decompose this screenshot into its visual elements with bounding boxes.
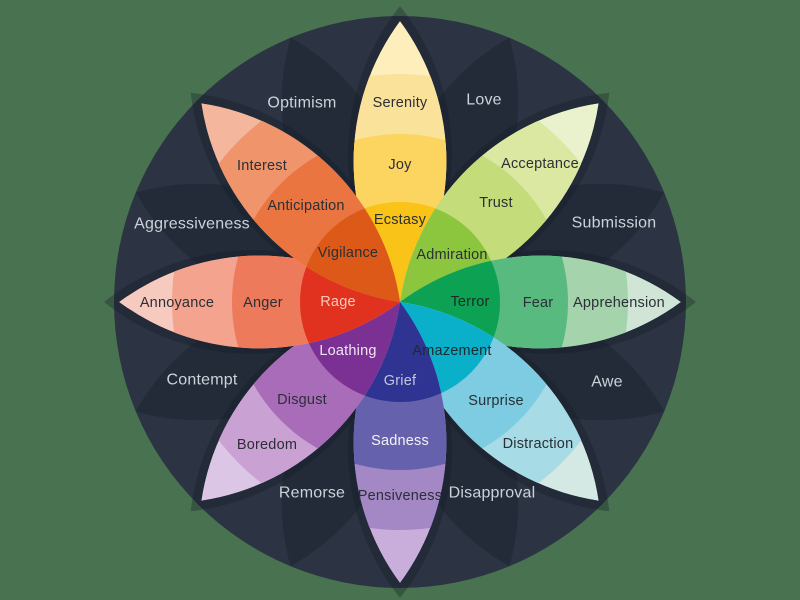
emotion-label-boredom: Boredom xyxy=(237,437,297,453)
dyad-label-remorse: Remorse xyxy=(279,485,345,502)
emotion-label-ecstasy: Ecstasy xyxy=(374,212,427,228)
emotion-label-sadness: Sadness xyxy=(371,433,429,449)
emotion-label-joy: Joy xyxy=(388,157,412,173)
emotion-label-anticipation: Anticipation xyxy=(267,198,344,214)
emotion-label-rage: Rage xyxy=(320,294,355,310)
emotion-label-admiration: Admiration xyxy=(416,247,487,263)
dyad-label-disapproval: Disapproval xyxy=(449,485,536,502)
dyad-label-optimism: Optimism xyxy=(267,95,336,112)
dyad-label-contempt: Contempt xyxy=(167,372,238,389)
dyad-label-submission: Submission xyxy=(572,215,657,232)
emotion-label-fear: Fear xyxy=(523,295,554,311)
emotion-label-trust: Trust xyxy=(479,195,513,211)
emotion-label-acceptance: Acceptance xyxy=(501,156,579,172)
emotion-label-serenity: Serenity xyxy=(373,95,428,111)
emotion-label-distraction: Distraction xyxy=(503,436,574,452)
emotion-label-terror: Terror xyxy=(450,294,489,310)
emotion-label-amazement: Amazement xyxy=(412,343,491,359)
emotion-label-surprise: Surprise xyxy=(468,393,524,409)
dyad-label-aggressiveness: Aggressiveness xyxy=(134,216,250,233)
emotion-label-anger: Anger xyxy=(243,295,283,311)
dyad-label-awe: Awe xyxy=(591,374,622,391)
emotion-label-apprehension: Apprehension xyxy=(573,295,665,311)
dyad-label-love: Love xyxy=(466,92,502,109)
emotion-label-vigilance: Vigilance xyxy=(318,245,378,261)
emotion-label-loathing: Loathing xyxy=(319,343,376,359)
emotion-label-disgust: Disgust xyxy=(277,392,327,408)
emotion-label-interest: Interest xyxy=(237,158,287,174)
emotion-label-annoyance: Annoyance xyxy=(140,295,214,311)
emotion-label-grief: Grief xyxy=(384,373,417,389)
emotion-label-pensiveness: Pensiveness xyxy=(358,488,442,504)
